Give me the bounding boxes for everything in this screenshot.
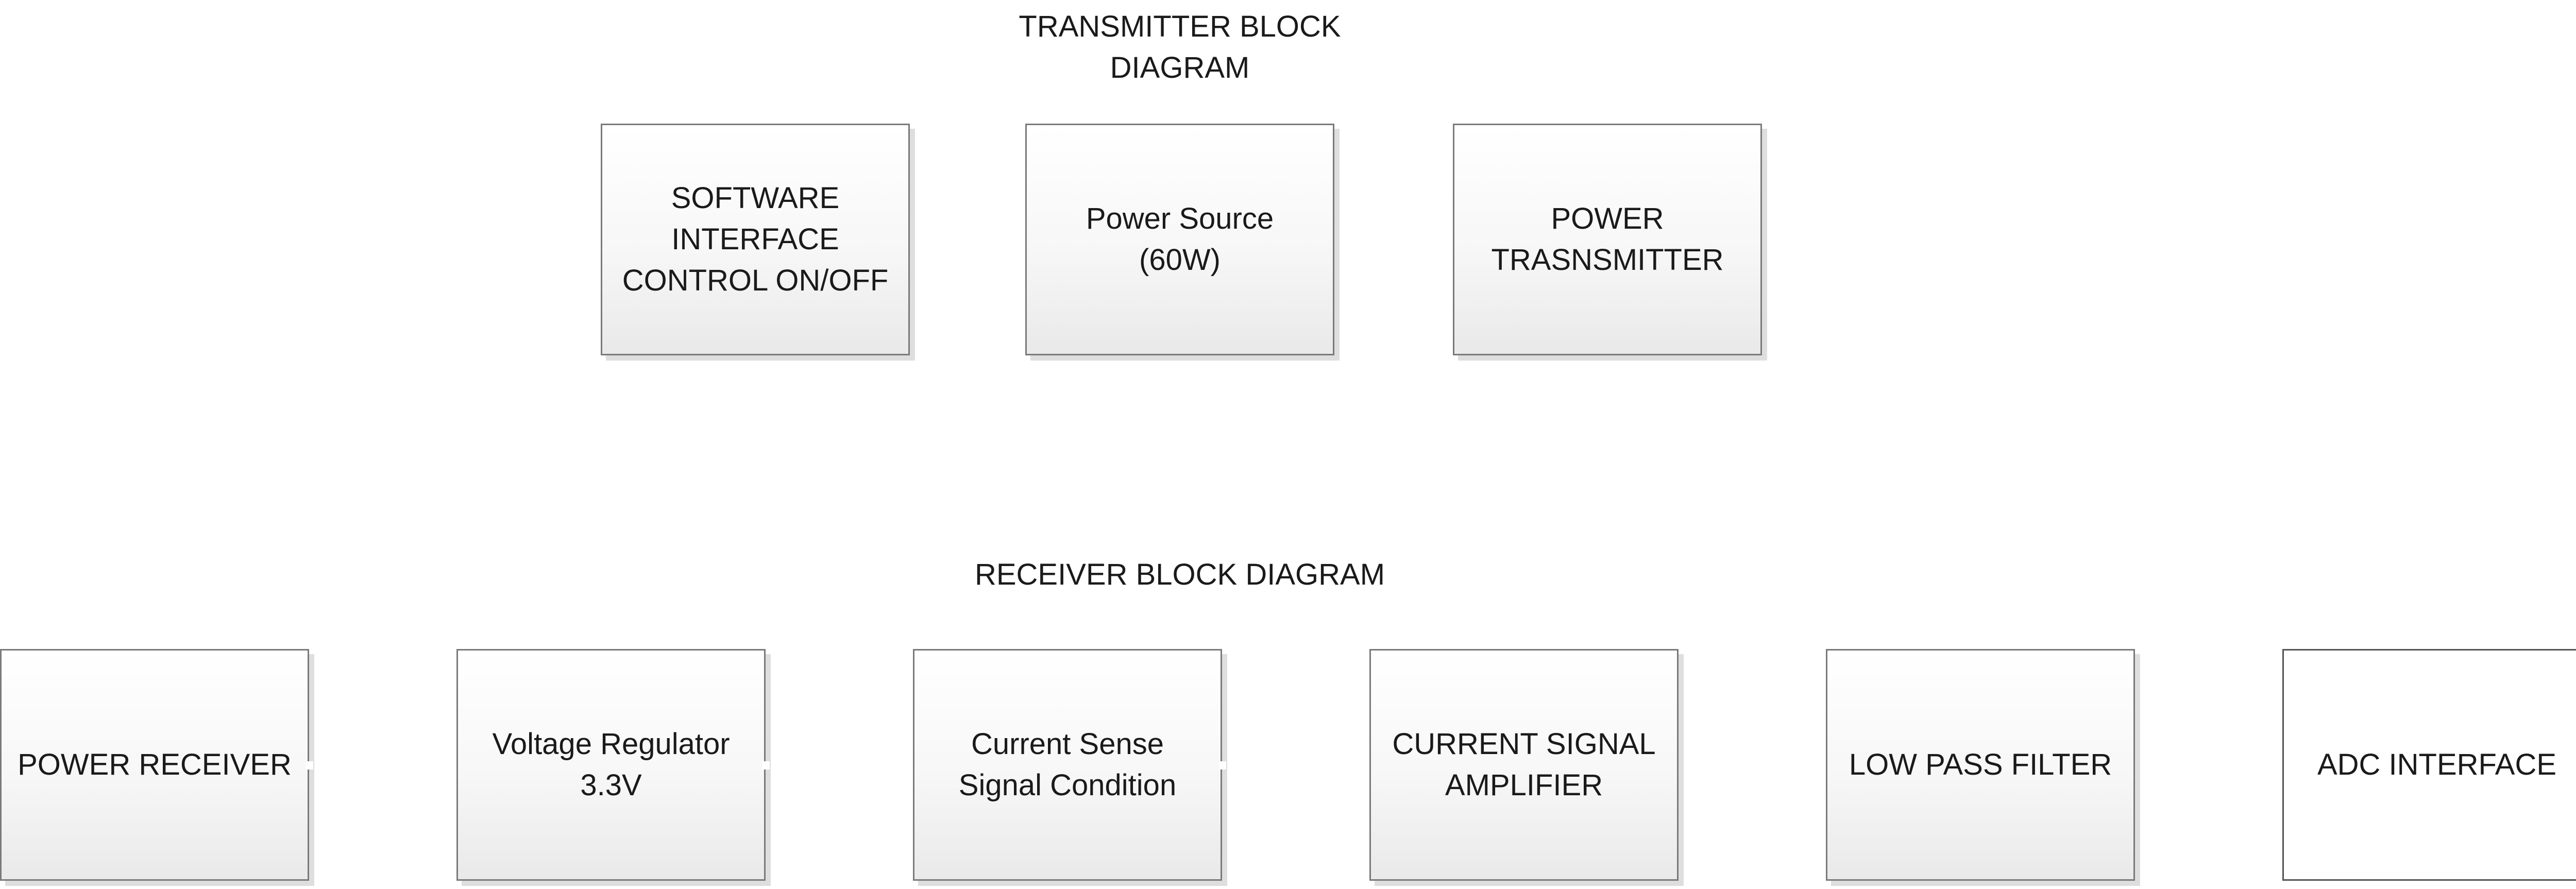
- connector-gap: [1219, 761, 1226, 770]
- block-adc-interface: ADC INTERFACE: [2282, 649, 2576, 881]
- block-power-receiver: POWER RECEIVER: [0, 649, 309, 881]
- block-label: POWER RECEIVER: [18, 748, 292, 781]
- receiver-diagram-title: RECEIVER BLOCK DIAGRAM: [974, 558, 1385, 591]
- transmitter-diagram-title: TRANSMITTER BLOCK DIAGRAM: [1019, 10, 1341, 84]
- block-current-signal-amplifier: CURRENT SIGNAL AMPLIFIER: [1369, 649, 1679, 881]
- block-voltage-regulator: Voltage Regulator 3.3V: [456, 649, 766, 881]
- block-label: Current Sense Signal Condition: [958, 727, 1177, 802]
- block-label: Voltage Regulator 3.3V: [492, 727, 730, 802]
- block-label: LOW PASS FILTER: [1849, 748, 2112, 781]
- block-power-transmitter: POWER TRASNSMITTER: [1453, 124, 1762, 355]
- connector-gap: [306, 761, 313, 770]
- block-label: SOFTWARE INTERFACE CONTROL ON/OFF: [622, 181, 889, 297]
- block-software-interface: SOFTWARE INTERFACE CONTROL ON/OFF: [601, 124, 910, 355]
- block-label: ADC INTERFACE: [2317, 748, 2557, 781]
- block-low-pass-filter: LOW PASS FILTER: [1826, 649, 2135, 881]
- block-label: CURRENT SIGNAL AMPLIFIER: [1392, 727, 1656, 802]
- connector-gap: [762, 761, 770, 770]
- block-power-source: Power Source (60W): [1025, 124, 1334, 355]
- block-current-sense: Current Sense Signal Condition: [913, 649, 1222, 881]
- block-label: POWER TRASNSMITTER: [1491, 202, 1724, 277]
- block-label: Power Source (60W): [1086, 202, 1274, 277]
